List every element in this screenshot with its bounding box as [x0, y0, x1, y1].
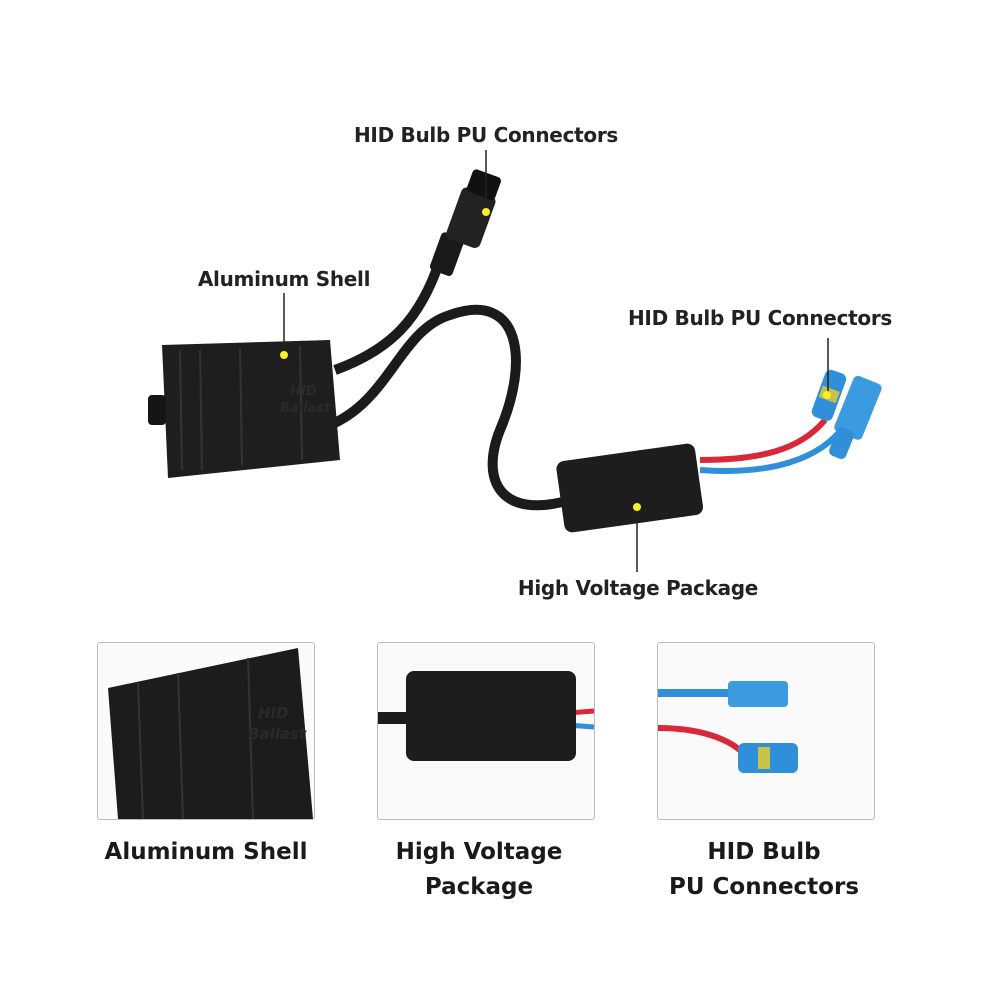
- caption-line: High Voltage: [395, 839, 563, 865]
- svg-text:HID: HID: [258, 704, 289, 722]
- top-connector: [429, 169, 502, 276]
- callout-right-connector: HID Bulb PU Connectors: [627, 306, 893, 330]
- right-connector-large: [829, 375, 882, 459]
- shell-print-ballast: Ballast: [280, 401, 331, 416]
- cable-to-top-connector: [333, 258, 445, 375]
- marker-dot: [280, 351, 288, 359]
- detail-panel-hv: [377, 642, 595, 820]
- callout-top-connector: HID Bulb PU Connectors: [353, 123, 619, 147]
- caption-line: Package: [424, 874, 534, 900]
- marker-dot: [823, 391, 831, 399]
- caption-line: PU Connectors: [668, 874, 860, 900]
- detail-panel-shell: HID Ballast: [97, 642, 315, 820]
- high-voltage-package: [556, 443, 704, 533]
- caption-line: HID Bulb: [707, 839, 821, 865]
- panel-caption-shell: Aluminum Shell: [105, 835, 308, 870]
- svg-text:Ballast: Ballast: [248, 725, 307, 743]
- marker-dot: [482, 208, 490, 216]
- panel-caption-connectors: HID Bulb PU Connectors: [669, 835, 859, 905]
- callout-aluminum-shell: Aluminum Shell: [197, 267, 371, 291]
- detail-panel-connectors: [657, 642, 875, 820]
- callout-hv-package: High Voltage Package: [517, 576, 759, 600]
- caption-line: Aluminum Shell: [104, 839, 308, 865]
- cable-to-hv-package: [327, 304, 572, 511]
- aluminum-shell: HID Ballast: [148, 340, 340, 478]
- product-illustration: HID Ballast: [148, 150, 882, 572]
- marker-dot: [633, 503, 641, 511]
- shell-print-hid: HID: [290, 384, 317, 399]
